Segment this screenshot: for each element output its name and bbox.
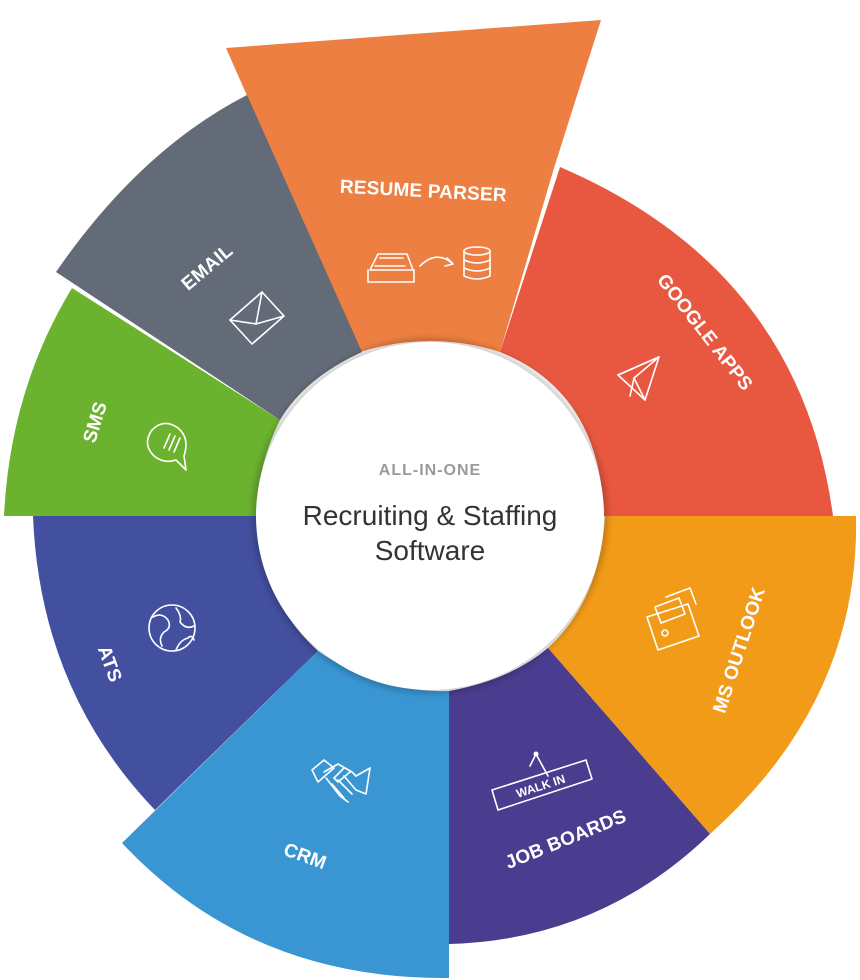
segment-ats[interactable] — [33, 516, 318, 810]
segment-ms-outlook[interactable] — [548, 516, 857, 834]
center-title-line-2: Software — [374, 535, 486, 566]
ms-outlook-icon — [646, 587, 700, 651]
handshake-icon — [311, 759, 371, 803]
chat-bubble-icon — [146, 422, 187, 471]
segment-email[interactable] — [56, 95, 362, 420]
segment-google-apps[interactable] — [500, 167, 833, 516]
segment-resume-parser[interactable] — [226, 20, 601, 352]
segment-crm[interactable] — [122, 651, 449, 979]
segment-job-boards[interactable] — [449, 648, 710, 944]
center-caption: ALL-IN-ONE — [378, 462, 482, 479]
resume-parser-icon — [367, 246, 491, 283]
center-disc — [256, 342, 604, 690]
globe-icon — [148, 604, 196, 652]
google-apps-icon — [617, 356, 660, 401]
envelope-icon — [229, 291, 285, 345]
center-title: Recruiting & Staffing Software — [255, 498, 605, 568]
segment-sms[interactable] — [4, 288, 280, 516]
center-title-line-1: Recruiting & Staffing — [302, 500, 558, 531]
